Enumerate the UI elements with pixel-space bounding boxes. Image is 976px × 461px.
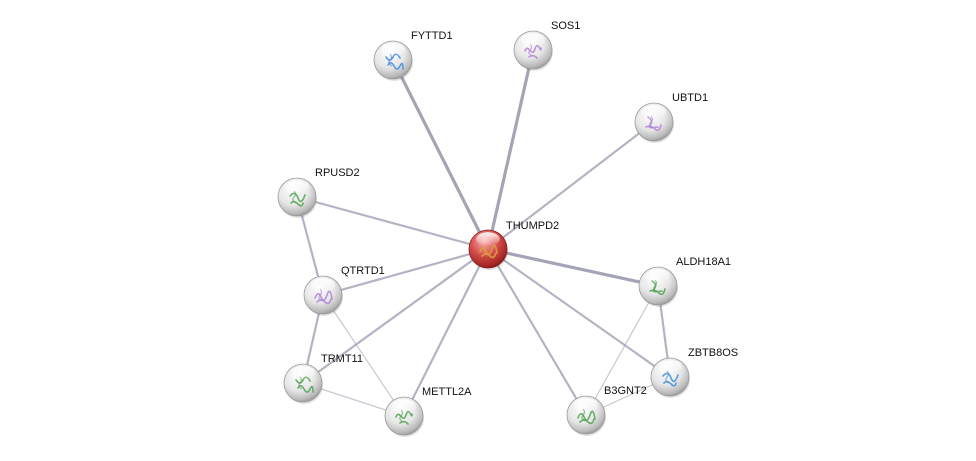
node-highlight (392, 399, 416, 413)
node-sos1[interactable]: SOS1 (513, 20, 580, 71)
edge-thumpd2-sos1[interactable] (486, 48, 535, 251)
node-qtrtd1[interactable]: QTRTD1 (303, 265, 385, 316)
edge-thumpd2-aldh18a1[interactable] (486, 247, 660, 288)
protein-structure-icon (314, 290, 333, 305)
edge-thumpd2-mettl2a[interactable] (402, 247, 490, 418)
node-label-sos1: SOS1 (551, 20, 580, 32)
edge-thumpd2-ubtd1[interactable] (486, 120, 656, 251)
node-label-b3gnt2: B3GNT2 (604, 385, 647, 397)
node-highlight (521, 33, 545, 47)
node-label-trmt11: TRMT11 (321, 353, 363, 365)
protein-structure-icon (395, 410, 413, 425)
node-mettl2a[interactable]: METTL2A (384, 386, 472, 437)
node-label-fyttd1: FYTTD1 (411, 30, 453, 42)
node-highlight (291, 366, 315, 380)
protein-structure-icon (524, 44, 542, 59)
node-highlight (476, 232, 500, 246)
node-label-ubtd1: UBTD1 (672, 92, 708, 104)
node-rpusd2[interactable]: RPUSD2 (277, 167, 360, 218)
node-highlight (311, 278, 335, 292)
node-highlight (285, 180, 309, 194)
node-highlight (642, 105, 666, 119)
edge-thumpd2-qtrtd1[interactable] (321, 247, 490, 297)
node-label-mettl2a: METTL2A (422, 386, 472, 398)
node-ubtd1[interactable]: UBTD1 (634, 92, 708, 143)
edge-thumpd2-trmt11[interactable] (301, 247, 490, 385)
edge-thumpd2-zbtb8os[interactable] (486, 247, 672, 379)
edge-thumpd2-b3gnt2[interactable] (486, 247, 588, 417)
node-label-thumpd2: THUMPD2 (506, 220, 559, 232)
protein-structure-icon (577, 410, 596, 425)
edge-qtrtd1-mettl2a[interactable] (322, 294, 405, 417)
edge-thumpd2-fyttd1[interactable] (391, 58, 490, 251)
edge-aldh18a1-b3gnt2[interactable] (585, 285, 659, 416)
protein-structure-icon (479, 244, 498, 259)
node-highlight (574, 398, 598, 412)
node-label-zbtb8os: ZBTB8OS (688, 347, 738, 359)
node-label-qtrtd1: QTRTD1 (341, 265, 385, 277)
node-b3gnt2[interactable]: B3GNT2 (566, 385, 647, 436)
protein-structure-icon (662, 372, 679, 387)
node-aldh18a1[interactable]: ALDH18A1 (638, 256, 731, 307)
node-trmt11[interactable]: TRMT11 (283, 353, 363, 404)
edge-thumpd2-rpusd2[interactable] (295, 195, 490, 251)
node-highlight (658, 360, 682, 374)
node-label-rpusd2: RPUSD2 (315, 167, 360, 179)
nodes-layer: THUMPD2 FYTTD1 SOS1UBTD1RPUSD2QTRTD1TRMT11… (277, 20, 738, 437)
node-thumpd2[interactable]: THUMPD2 (468, 220, 559, 270)
node-highlight (381, 43, 405, 57)
protein-structure-icon (289, 192, 306, 207)
node-zbtb8os[interactable]: ZBTB8OS (650, 347, 738, 398)
node-highlight (646, 269, 670, 283)
node-fyttd1[interactable]: FYTTD1 (373, 30, 453, 81)
node-label-aldh18a1: ALDH18A1 (676, 256, 731, 268)
